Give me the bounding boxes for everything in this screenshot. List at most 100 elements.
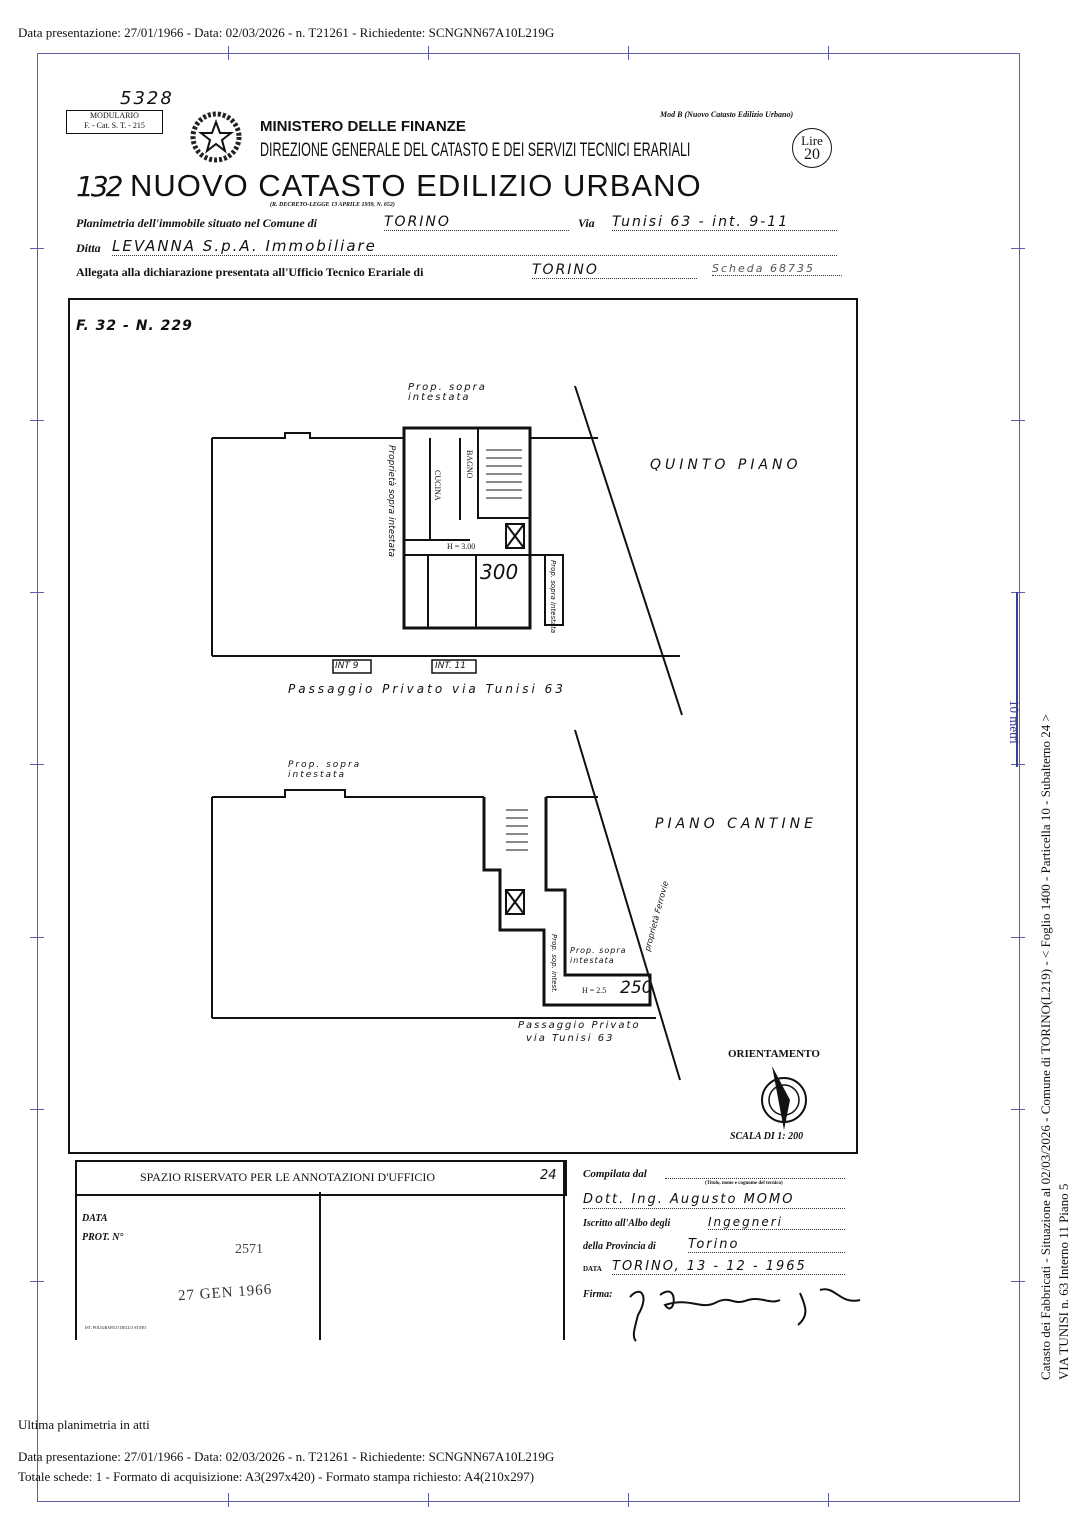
frame-tick [428, 46, 429, 60]
iscritto-label: Iscritto all'Albo degli [583, 1218, 671, 1229]
upper-prop-left: Proprietà sopra intestata [386, 445, 396, 558]
compilata-label: Compilata dal [583, 1168, 647, 1180]
ditta-value: LEVANNA S.p.A. Immobiliare [112, 237, 837, 256]
stamp-duty-circle: Lire 20 [792, 128, 832, 168]
frame-tick [828, 1493, 829, 1507]
piano-cantine-label: PIANO CANTINE [655, 816, 817, 832]
reserved-label: SPAZIO RISERVATO PER LE ANNOTAZIONI D'UF… [140, 1170, 436, 1184]
frame-tick [30, 592, 44, 593]
side-info-line-1: Catasto dei Fabbricati - Situazione al 0… [1038, 714, 1053, 1380]
frame-tick [1011, 592, 1025, 593]
frame-tick [30, 764, 44, 765]
upper-prop-top: Prop. sopra intestata [408, 382, 487, 403]
ditta-label: Ditta [76, 241, 101, 255]
frame-tick [828, 46, 829, 60]
lower-prop-right: Prop. sopra intestata [570, 946, 627, 965]
frame-tick [428, 1493, 429, 1507]
modulario-box: MODULARIO F. - Cat. S. T. - 215 [66, 110, 163, 134]
lower-height: H = 2.5 [582, 986, 607, 995]
scale-label: SCALA DI 1: 200 [730, 1131, 804, 1142]
handwritten-132: 132 [76, 170, 123, 203]
compass-icon [761, 1066, 807, 1130]
ministry-title: MINISTERO DELLE FINANZE [260, 118, 466, 135]
footer-line-2: Totale schede: 1 - Formato di acquisizio… [18, 1469, 535, 1484]
decree: (R. DECRETO-LEGGE 13 APRILE 1939, N. 652… [270, 202, 395, 208]
compilata-hint: (Titolo, nome e cognome del tecnico) [705, 1181, 783, 1186]
frame-tick [228, 1493, 229, 1507]
compilata-line [665, 1168, 845, 1179]
scheda-value: Scheda 68735 [712, 262, 842, 276]
frame-tick [1011, 764, 1025, 765]
via-value: Tunisi 63 - int. 9-11 [612, 214, 837, 231]
ultima-planimetria: Ultima planimetria in atti [18, 1417, 150, 1432]
signature-icon [629, 1288, 861, 1342]
lower-plan-lines [211, 729, 681, 1081]
allegata-label: Allegata alla dichiarazione presentata a… [76, 265, 424, 279]
stamp-value: 20 [804, 146, 820, 163]
scale-bar [1016, 592, 1018, 767]
reserved-header-box [75, 1160, 567, 1196]
frame-tick [30, 1109, 44, 1110]
bagno-label: BAGNO [465, 450, 474, 479]
provincia-value: Torino [688, 1237, 845, 1253]
frame-tick [628, 46, 629, 60]
lower-passage-1: Passaggio Privato [518, 1020, 641, 1031]
frame-tick [1011, 1109, 1025, 1110]
frame-tick [30, 248, 44, 249]
side-info-line-2: VIA TUNISI n. 63 Interno 11 Piano 5 [1056, 1183, 1071, 1380]
direction-title: DIREZIONE GENERALE DEL CATASTO E DEI SER… [260, 140, 691, 161]
frame-tick [1011, 248, 1025, 249]
stamp-lire: Lire [801, 133, 823, 148]
firma-label: Firma: [583, 1289, 613, 1300]
upper-number: 300 [480, 560, 519, 584]
frame-tick [1011, 1281, 1025, 1282]
planimetria-label: Planimetria dell'immobile situato nel Co… [76, 216, 318, 230]
lower-passage-2: via Tunisi 63 [526, 1033, 615, 1044]
modulario-label: MODULARIO [90, 111, 139, 120]
frame-tick [30, 420, 44, 421]
lower-number: 250 [620, 978, 653, 998]
int9-label: INT 9 [335, 661, 359, 671]
upper-height: H = 3.00 [447, 542, 476, 551]
handwritten-number: 5328 [120, 88, 174, 109]
frame-tick [30, 937, 44, 938]
provincia-label: della Provincia di [583, 1241, 656, 1252]
frame-tick [228, 46, 229, 60]
scale-bar-label: 10 metri [1007, 700, 1022, 744]
comune-value: TORINO [384, 214, 569, 231]
lower-stairs [506, 809, 528, 851]
upper-prop-right: Prop. sopra intestata [549, 560, 557, 634]
footer-line-1: Data presentazione: 27/01/1966 - Data: 0… [18, 1449, 555, 1464]
compilation-date: TORINO, 13 - 12 - 1965 [612, 1259, 845, 1275]
state-emblem-icon [190, 110, 242, 166]
cucina-label: CUCINA [433, 470, 442, 501]
header-line: Data presentazione: 27/01/1966 - Data: 0… [18, 25, 555, 40]
frame-tick [30, 1281, 44, 1282]
upper-plan-lines [211, 385, 683, 716]
mod-b-label: Mod B (Nuovo Catasto Edilizio Urbano) [660, 110, 794, 119]
prot-label: PROT. N° [82, 1232, 124, 1243]
ufficio-value: TORINO [532, 262, 697, 279]
page-number: 24 [540, 1168, 557, 1183]
orientamento-label: ORIENTAMENTO [728, 1048, 820, 1060]
quinto-piano-label: QUINTO PIANO [650, 457, 802, 473]
data-label-2: DATA [583, 1265, 602, 1273]
lower-prop-top: Prop. sopra intestata [288, 760, 362, 780]
int11-label: INT. 11 [435, 661, 466, 671]
divider [319, 1192, 321, 1340]
frame-tick [628, 1493, 629, 1507]
tecnico-name: Dott. Ing. Augusto MOMO [583, 1192, 845, 1209]
data-label: DATA [82, 1213, 108, 1224]
frame-tick [1011, 420, 1025, 421]
upper-stairs [486, 449, 522, 499]
foglio-number: F. 32 - N. 229 [76, 318, 193, 334]
printer-label: IST. POLIGRAFICO DELLO STATO [85, 1325, 147, 1330]
page-frame [37, 53, 1020, 1502]
prot-value: 2571 [235, 1242, 263, 1257]
upper-passage: Passaggio Privato via Tunisi 63 [288, 682, 566, 696]
via-label: Via [578, 216, 595, 230]
modulario-code: F. - Cat. S. T. - 215 [84, 121, 145, 130]
plan-frame [68, 298, 858, 1154]
